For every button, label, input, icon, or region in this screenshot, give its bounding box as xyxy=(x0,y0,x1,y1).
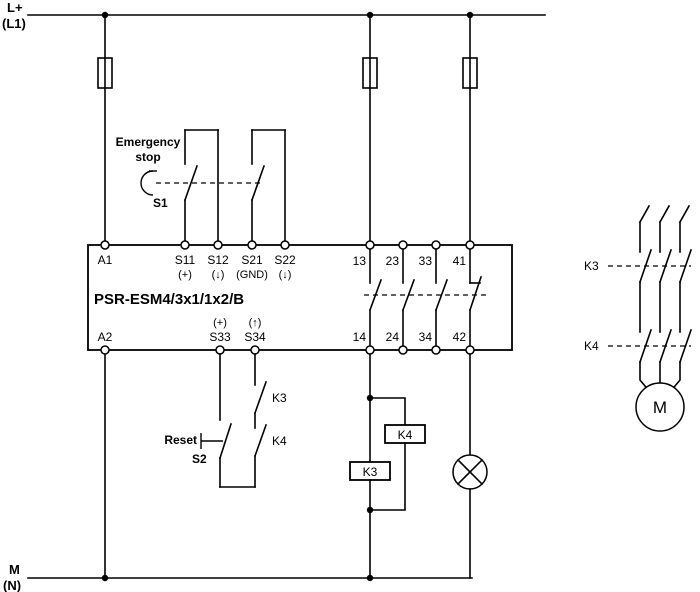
terminal-33 xyxy=(431,240,441,250)
terminal-41 xyxy=(465,240,475,250)
output-contact-41-42-nc xyxy=(468,248,483,347)
terminal-sub-s33: (+) xyxy=(213,317,227,329)
emergency-stop-label-line1: Emergency xyxy=(116,135,181,149)
motor-k4-contactor-label: K4 xyxy=(584,339,599,353)
relay-module-title: PSR-ESM4/3x1/1x2/B xyxy=(94,291,244,308)
k4-feedback-label: K4 xyxy=(272,434,287,448)
bottom-rail-label-m: M xyxy=(9,562,20,577)
terminal-label-s21: S21 xyxy=(241,253,263,267)
terminal-label-a1: A1 xyxy=(98,253,113,267)
output-contact-33-34 xyxy=(434,248,449,347)
terminal-s34 xyxy=(250,345,260,355)
motor-phase-2 xyxy=(658,204,673,399)
feedback-contact-loop xyxy=(253,353,268,488)
terminal-13 xyxy=(365,240,375,250)
terminal-label-s34: S34 xyxy=(244,330,266,344)
terminal-34 xyxy=(431,345,441,355)
terminal-label-33: 33 xyxy=(419,254,433,268)
supply-branch-41 xyxy=(462,14,478,242)
s1-contact-ch1 xyxy=(183,164,199,202)
motor-label: M xyxy=(653,398,667,417)
terminal-label-24: 24 xyxy=(386,330,400,344)
top-rail-label-lplus: L+ xyxy=(7,0,23,15)
motor-phase-1 xyxy=(638,204,657,400)
terminal-sub-s11: (+) xyxy=(178,269,192,281)
k3-feedback-label: K3 xyxy=(272,391,287,405)
terminal-s12 xyxy=(213,240,223,250)
k3-coil-label: K3 xyxy=(363,465,378,479)
terminal-label-34: 34 xyxy=(419,330,433,344)
motor-k3-contactor-label: K3 xyxy=(584,259,599,273)
terminal-label-13: 13 xyxy=(353,254,367,268)
indicator-lamp-branch xyxy=(452,353,488,579)
fuse-icon xyxy=(362,57,378,89)
k3-feedback-contact xyxy=(253,380,268,415)
coil-branch xyxy=(349,353,426,579)
terminal-label-23: 23 xyxy=(386,254,400,268)
motor-power-circuit: M xyxy=(608,204,693,432)
emergency-stop-label-line2: stop xyxy=(135,150,160,164)
terminal-sub-s22: (↓) xyxy=(279,269,292,281)
emergency-stop-circuit xyxy=(140,129,286,242)
terminal-label-s11: S11 xyxy=(175,253,196,267)
terminal-s11 xyxy=(180,240,190,250)
terminal-label-s12: S12 xyxy=(207,253,229,267)
terminal-label-s33: S33 xyxy=(209,330,231,344)
supply-branch-a1 xyxy=(97,14,113,579)
terminal-24 xyxy=(398,345,408,355)
terminal-label-14: 14 xyxy=(353,330,367,344)
s1-label: S1 xyxy=(153,196,168,210)
terminal-23 xyxy=(398,240,408,250)
terminal-sub-s12: (↓) xyxy=(212,269,225,281)
terminal-s21 xyxy=(247,240,257,250)
terminal-sub-s21: (GND) xyxy=(236,269,268,281)
terminal-a2 xyxy=(100,345,110,355)
safety-relay-module: PSR-ESM4/3x1/1x2/B xyxy=(87,240,513,355)
estop-mushroom-icon xyxy=(140,170,154,196)
bottom-rail-label-n: (N) xyxy=(3,578,21,592)
fuse-icon xyxy=(462,57,478,89)
terminal-14 xyxy=(365,345,375,355)
bottom-rail xyxy=(27,574,473,582)
terminal-label-42: 42 xyxy=(453,330,467,344)
terminal-sub-s34: (↑) xyxy=(249,317,262,329)
output-contact-23-24 xyxy=(401,248,416,347)
terminal-42 xyxy=(465,345,475,355)
terminal-s33 xyxy=(215,345,225,355)
terminal-s22 xyxy=(280,240,290,250)
reset-label: Reset xyxy=(164,433,197,447)
motor-icon xyxy=(635,382,685,432)
terminal-label-a2: A2 xyxy=(98,330,113,344)
k4-feedback-contact xyxy=(253,423,268,458)
s2-label: S2 xyxy=(192,452,207,466)
s2-contact xyxy=(218,422,233,460)
motor-phase-3 xyxy=(663,204,693,400)
terminal-label-s22: S22 xyxy=(274,253,296,267)
k4-coil-label: K4 xyxy=(398,428,413,442)
terminal-label-41: 41 xyxy=(453,254,467,268)
top-rail-label-l1: (L1) xyxy=(2,16,26,31)
reset-circuit xyxy=(200,353,256,488)
terminal-a1 xyxy=(100,240,110,250)
supply-branch-13 xyxy=(362,14,378,242)
indicator-lamp-icon xyxy=(452,454,488,490)
fuse-icon xyxy=(97,57,113,89)
